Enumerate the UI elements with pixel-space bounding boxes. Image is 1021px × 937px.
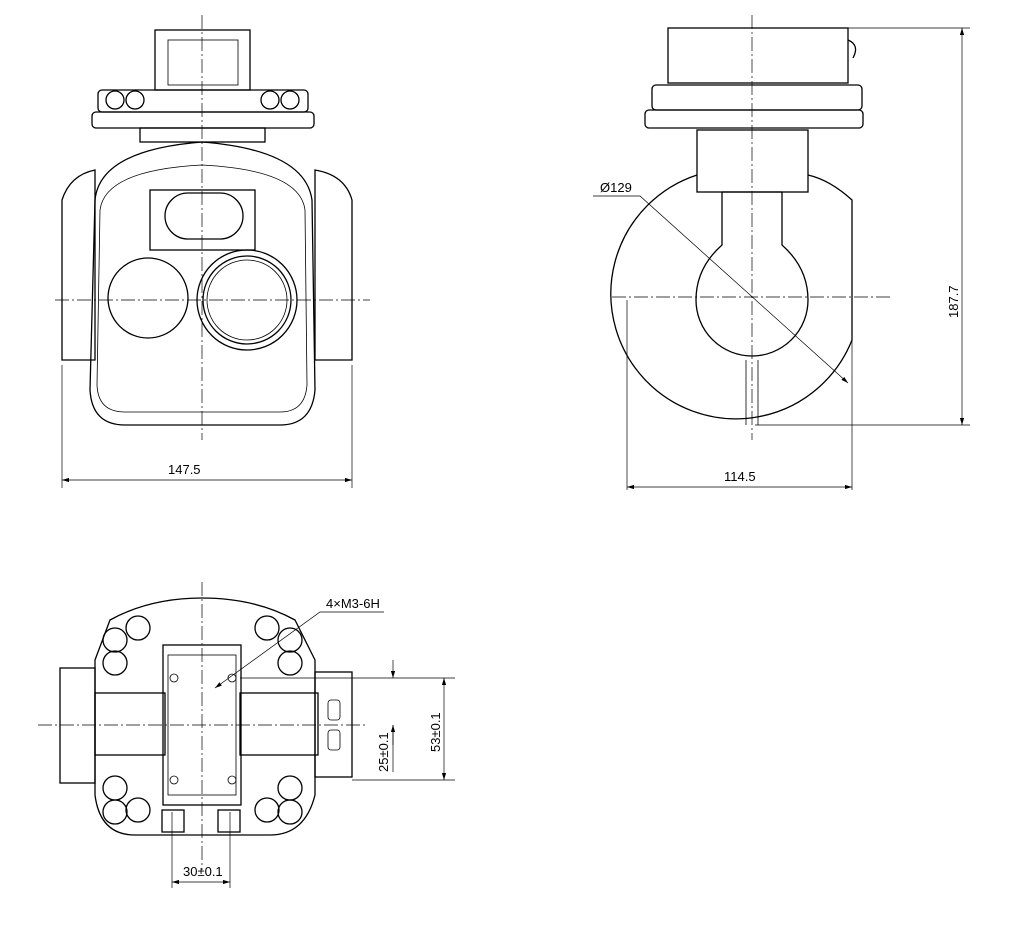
bottom-view: 4×M3-6H 30±0.1 25±0.1 53±0.1 xyxy=(38,582,455,888)
hole-spacing-x-dimension: 30±0.1 xyxy=(183,864,223,879)
front-view: 147.5 xyxy=(55,15,370,488)
hole-spacing-y-dimension: 25±0.1 xyxy=(376,732,391,772)
diameter-dimension: Ø129 xyxy=(600,180,632,195)
side-height-dimension: 187.7 xyxy=(946,285,961,318)
thread-callout: 4×M3-6H xyxy=(326,596,380,611)
side-view: 114.5 187.7 Ø129 xyxy=(593,15,970,490)
side-width-dimension: 114.5 xyxy=(724,469,756,484)
mount-span-dimension: 53±0.1 xyxy=(428,712,443,752)
front-width-dimension: 147.5 xyxy=(168,462,201,477)
